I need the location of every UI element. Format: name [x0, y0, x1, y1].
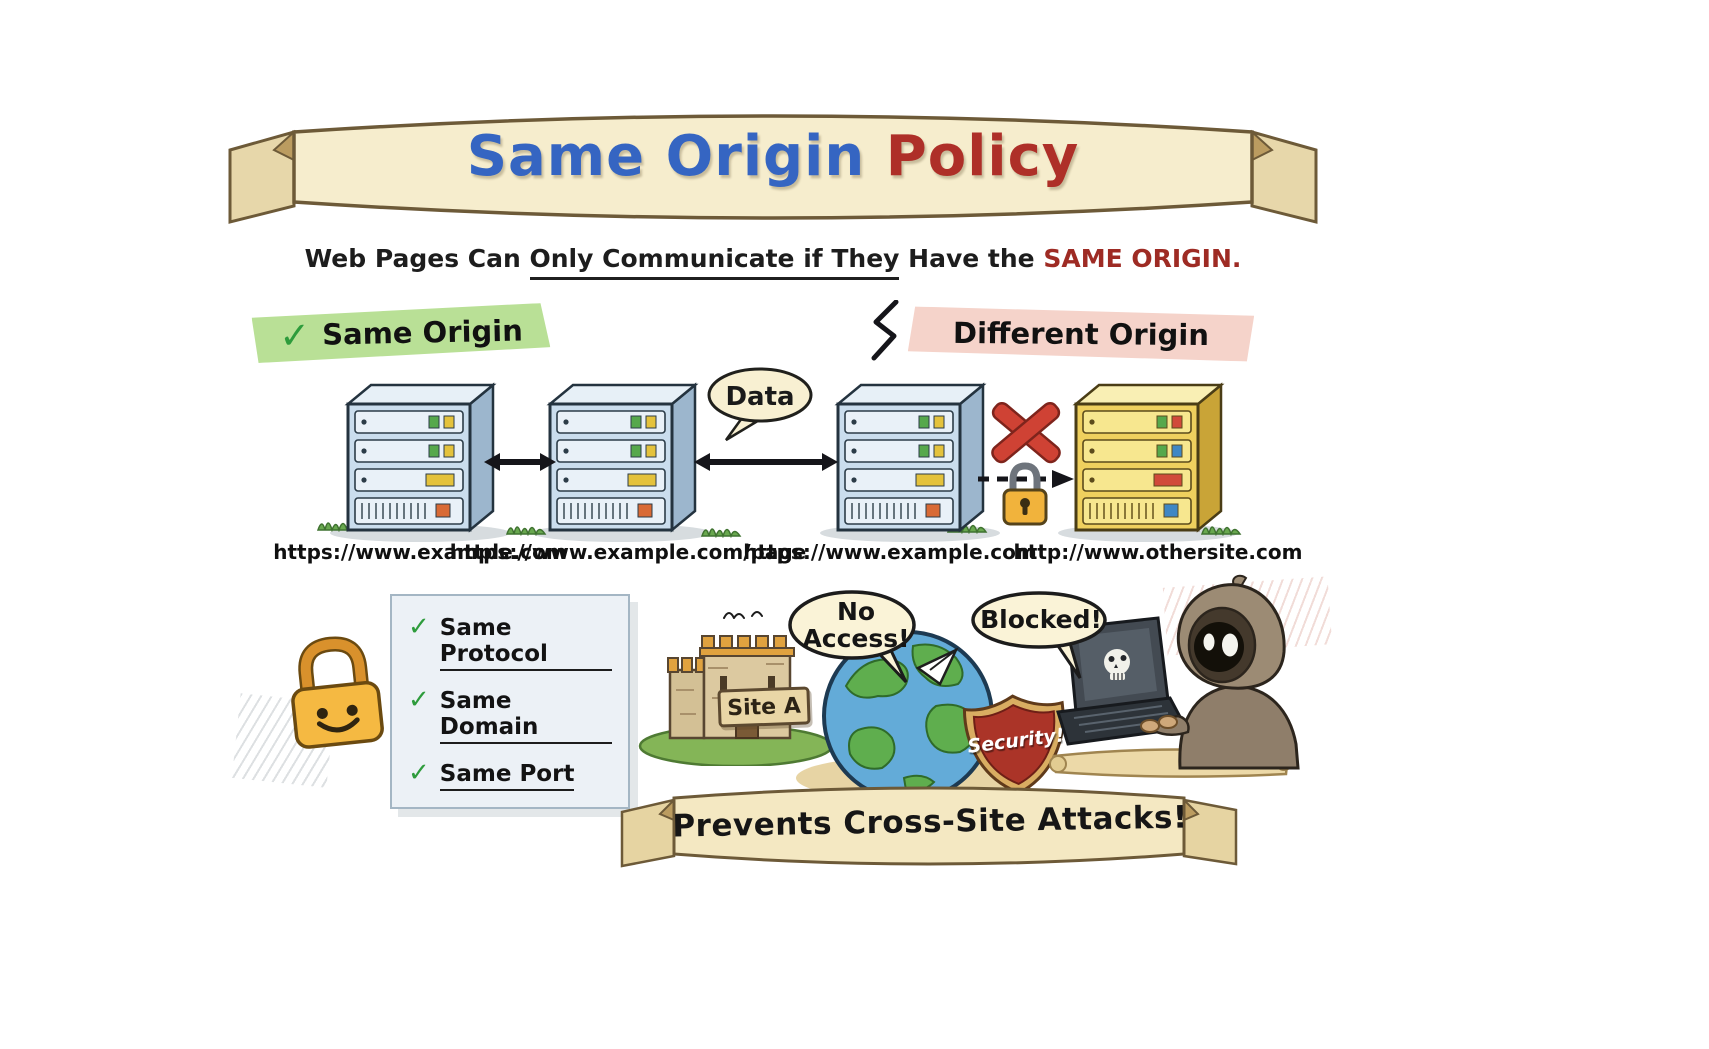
check-icon: ✓	[408, 612, 430, 642]
url-othersite: http://www.othersite.com	[1013, 540, 1303, 564]
smiley-padlock-icon	[291, 636, 384, 749]
skull-laptop-icon	[1056, 616, 1189, 746]
site-a-sign: Site A	[717, 686, 811, 728]
rule-text: Same Protocol	[439, 615, 612, 671]
different-origin-label: Different Origin	[908, 306, 1254, 361]
rule-item-domain: ✓ Same Domain	[408, 685, 612, 744]
server-icon-example-2	[538, 380, 703, 552]
server-icon-example-1	[336, 380, 501, 552]
hacker-icon	[1049, 574, 1300, 778]
blocked-text: Blocked!	[980, 605, 1102, 634]
grass-tuft	[700, 520, 742, 538]
url-example: https://www.example.com	[273, 540, 567, 564]
subtitle: Web Pages Can Only Communicate if They H…	[250, 244, 1296, 280]
footer-banner-ribbon	[620, 786, 1238, 868]
padlock-icon	[1002, 462, 1048, 526]
title-part-blue: Same Origin	[466, 124, 886, 189]
security-shield-icon	[962, 694, 1065, 795]
server-icon-othersite	[1064, 380, 1229, 552]
subtitle-underlined: Only Communicate if They	[529, 244, 900, 280]
rule-text: Same Port	[439, 761, 575, 791]
same-origin-label-text: Same Origin	[321, 313, 524, 352]
data-speech-bubble	[707, 367, 813, 442]
no-access-speech-bubble	[788, 590, 916, 684]
page-title: Same Origin Policy	[250, 126, 1296, 188]
title-part-red: Policy	[885, 124, 1080, 189]
same-origin-label: ✓ Same Origin	[251, 303, 550, 363]
blocked-speech-bubble	[971, 591, 1107, 679]
subtitle-emphasis: SAME ORIGIN.	[1043, 244, 1242, 273]
rule-item-port: ✓ Same Port	[408, 758, 612, 791]
data-bubble-text: Data	[725, 382, 795, 412]
check-icon: ✓	[408, 685, 430, 715]
no-access-text: No Access!	[802, 597, 910, 653]
blocked-x-icon	[991, 402, 1061, 464]
check-icon: ✓	[408, 758, 430, 788]
site-a-sign-text: Site A	[726, 693, 802, 721]
subtitle-mid: Have the	[899, 244, 1044, 273]
server-icon-example-3	[826, 380, 991, 552]
check-icon: ✓	[278, 313, 311, 358]
url-example-page: https://www.example.com/page	[449, 540, 807, 564]
rule-item-protocol: ✓ Same Protocol	[408, 612, 612, 671]
origin-rules-panel: ✓ Same Protocol ✓ Same Domain ✓ Same Por…	[390, 594, 630, 809]
rule-text: Same Domain	[439, 688, 612, 744]
subtitle-lead: Web Pages Can	[304, 244, 530, 273]
zigzag-icon	[871, 300, 899, 361]
birds-doodle	[723, 611, 763, 619]
bidirectional-arrow-icon	[484, 453, 556, 471]
title-banner-ribbon	[228, 114, 1318, 224]
bidirectional-arrow-icon	[694, 453, 838, 471]
globe-icon	[822, 630, 994, 802]
url-example-2: https://www.example.com	[743, 540, 1037, 564]
different-origin-label-text: Different Origin	[952, 315, 1210, 353]
